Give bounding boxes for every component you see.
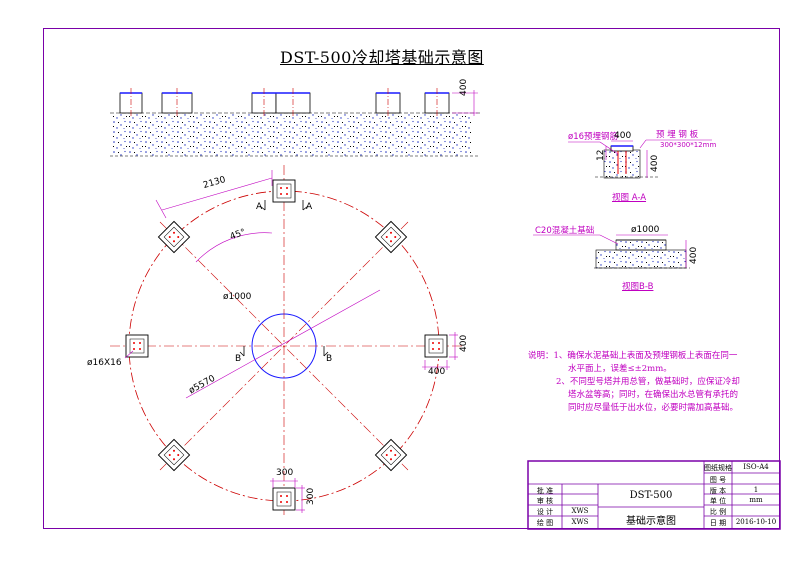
detail-a-rebar-label: ø16预埋钢筋 xyxy=(568,132,619,142)
dim-pad-300-v: 300 xyxy=(306,487,316,505)
pad-bottom xyxy=(272,487,296,511)
pad-dims xyxy=(124,332,458,513)
section-b-left: B xyxy=(235,354,242,364)
section-b-right: B xyxy=(326,354,333,364)
tb-approve-label: 批 准 xyxy=(536,487,554,495)
tb-unit-label: 单 位 xyxy=(709,497,727,505)
tb-paper-label: 图纸规格 xyxy=(704,464,732,472)
detail-a-caption: 视图 A-A xyxy=(612,193,647,203)
note-line-4: 塔水盆等高；同时，在确保出水总管有承托的 xyxy=(568,390,739,400)
note-line-2: 水平面上，误差≤±2mm。 xyxy=(568,364,672,374)
detail-b-dim-1000: ø1000 xyxy=(631,225,660,235)
tb-name: 基础示意图 xyxy=(626,516,676,527)
sheet-border xyxy=(43,28,780,529)
detail-b-caption: 视图B-B xyxy=(622,282,654,292)
pad-left xyxy=(125,334,149,358)
tb-paper-value: ISO-A4 xyxy=(743,463,769,471)
note-line-5: 同时应尽量低于出水位，必要时需加高基础。 xyxy=(568,403,739,413)
pad-bottom-left xyxy=(157,438,191,472)
tb-version-label: 版 本 xyxy=(709,487,727,495)
tb-date-label: 日 期 xyxy=(709,519,727,527)
detail-b-concrete-label: C20混凝土基础 xyxy=(535,226,595,236)
elevation-pads xyxy=(119,92,450,114)
detail-a-plate-label: 预 埋 钢 板 xyxy=(656,130,699,140)
dim-elev-400: 400 xyxy=(459,78,469,96)
tb-scale-label: 比 例 xyxy=(709,508,727,516)
section-a-right: A xyxy=(306,202,313,212)
tb-drawing-no-label: 图 号 xyxy=(709,476,727,484)
dim-pad-400-h: 400 xyxy=(428,367,446,377)
tb-draw-label: 绘 图 xyxy=(536,519,554,527)
dim-center-dia-label: ø1000 xyxy=(223,292,252,302)
tb-model: DST-500 xyxy=(629,490,673,501)
plan-view xyxy=(110,165,462,515)
section-a-marks xyxy=(259,200,309,211)
dim-2130 xyxy=(155,170,273,219)
detail-a-plate-size: 300*300*12mm xyxy=(660,141,717,149)
detail-a-dim-12: 12 xyxy=(596,149,606,161)
note-line-3: 2、不同型号塔并用总管，做基础时，应保证冷却 xyxy=(556,377,740,387)
pad-top xyxy=(272,179,296,203)
tb-design-value: XWS xyxy=(571,507,589,515)
elevation-view xyxy=(110,88,480,157)
tb-draw-value: XWS xyxy=(571,518,589,526)
detail-a-a xyxy=(568,139,712,179)
dim-bolt-label: ø16X16 xyxy=(87,358,122,368)
detail-a-dim-400-v: 400 xyxy=(650,154,660,172)
pad-top-left xyxy=(157,220,191,254)
tb-review-label: 审 核 xyxy=(536,497,554,505)
detail-b-b xyxy=(533,234,690,269)
title-block-lines xyxy=(527,460,781,530)
note-line-1: 说明：1、确保水泥基础上表面及预埋钢板上表面在同一 xyxy=(528,351,738,361)
detail-a-dim-400: 400 xyxy=(614,131,632,141)
tb-unit-value: mm xyxy=(749,496,763,504)
ground-fill xyxy=(112,113,472,156)
tb-version-value: 1 xyxy=(753,486,759,494)
tb-design-label: 设 计 xyxy=(536,508,554,516)
section-a-left: A xyxy=(256,202,263,212)
pad-top-right xyxy=(374,220,408,254)
dim-5570-line xyxy=(185,289,381,399)
dim-pad-300-h: 300 xyxy=(276,468,294,478)
notes-block: 说明：1、确保水泥基础上表面及预埋钢板上表面在同一 水平面上，误差≤±2mm。 … xyxy=(528,350,768,415)
section-b-marks xyxy=(239,346,329,357)
detail-b-dim-400-v: 400 xyxy=(689,246,699,264)
pad-bottom-right xyxy=(374,438,408,472)
dim-pad-400-v: 400 xyxy=(459,334,469,352)
pad-right xyxy=(424,334,448,358)
angle-arc xyxy=(195,232,273,263)
tb-date-value: 2016-10-10 xyxy=(735,518,777,526)
drawing-title: DST-500冷却塔基础示意图 xyxy=(280,48,484,67)
